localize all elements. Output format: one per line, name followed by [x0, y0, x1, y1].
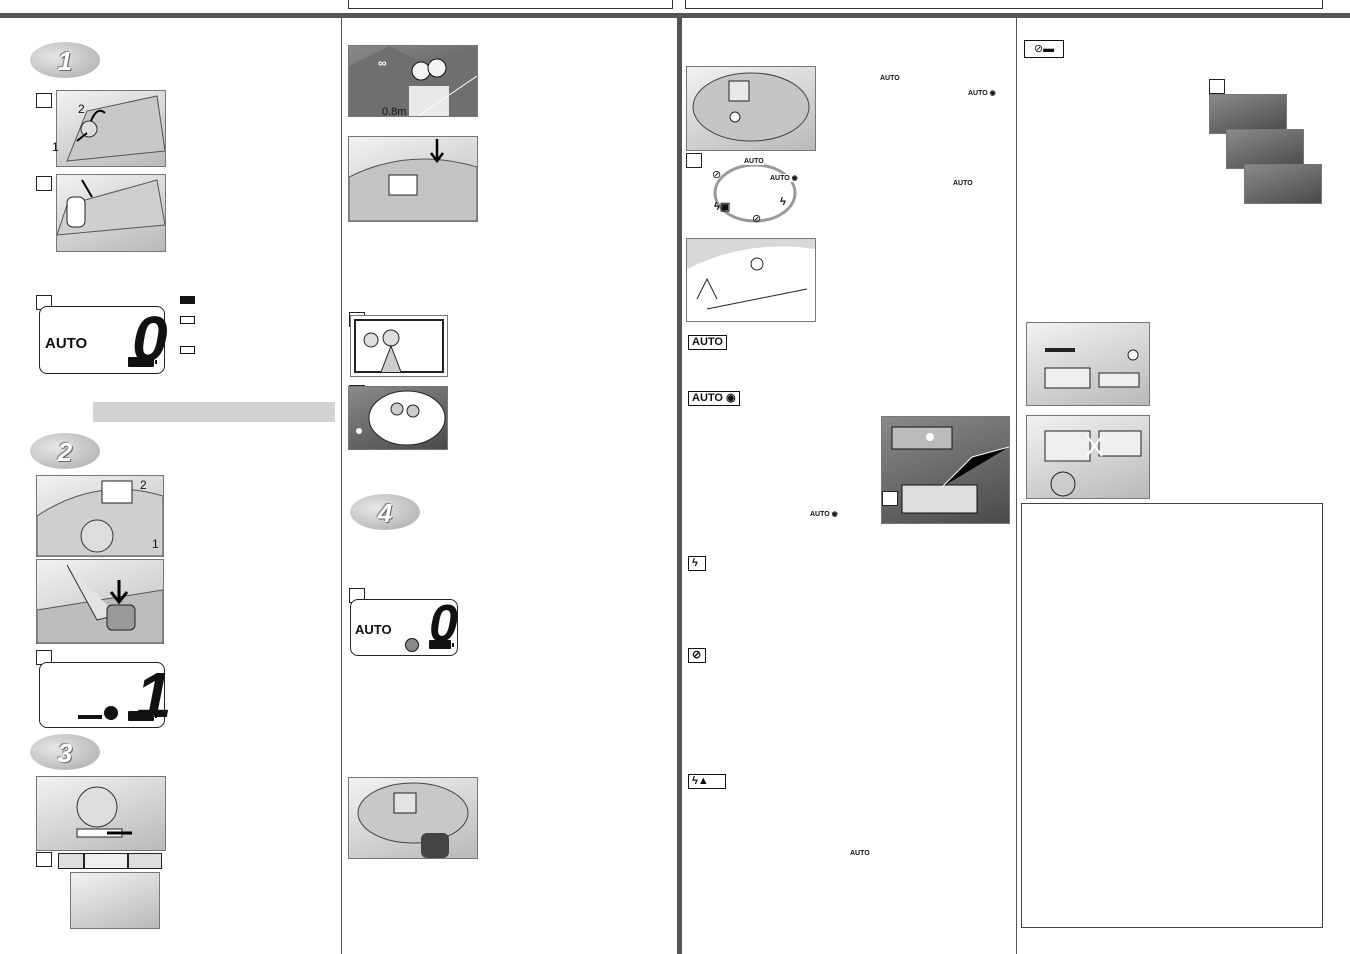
- figure-marker: [36, 176, 52, 191]
- viewfinder-led-illustration: [348, 386, 448, 450]
- lcd-mode-text: AUTO: [45, 335, 88, 352]
- flash-icon: ϟ: [688, 556, 706, 571]
- film-dash-icon: [78, 715, 102, 719]
- film-insert-illustration: [56, 174, 166, 252]
- camera-front-slider-illustration: [36, 776, 166, 851]
- figure-marker: [36, 852, 52, 867]
- figure-marker: [36, 93, 52, 108]
- film-cartridge-icon: [104, 706, 118, 720]
- film-load-illustration: [36, 559, 164, 644]
- night-portrait-icon: ϟ▲: [688, 774, 726, 789]
- center-fold: [677, 18, 682, 954]
- top-border: [0, 13, 1350, 18]
- lcd-panel-rewind: AUTO 0: [350, 598, 458, 656]
- scene-photo-3: [1244, 164, 1322, 204]
- lcd-panel: AUTO 0: [39, 306, 168, 374]
- battery-full-icon: [128, 357, 157, 367]
- flash-off-icon: ⊘: [752, 213, 762, 225]
- flash-off-icon: ⊘: [712, 169, 722, 181]
- callout-2: 2: [140, 478, 147, 492]
- flash-off-icon: ⊘: [688, 648, 706, 663]
- column-divider: [1016, 18, 1017, 954]
- figure-marker: [882, 491, 898, 506]
- distance-label: 0.8m: [382, 106, 407, 118]
- callout-2: 2: [78, 102, 85, 116]
- step-badge-2: 2: [30, 433, 100, 469]
- zoom-control-illustration: [70, 872, 160, 929]
- mode-auto-redeye-label: AUTO ◉: [968, 90, 996, 97]
- callout-1: 1: [52, 140, 59, 154]
- camera-back-open-illustration: [56, 90, 166, 167]
- shutter-press-illustration: [348, 136, 478, 222]
- notes-box: [1021, 503, 1323, 928]
- mode-auto-box: AUTO: [688, 335, 727, 350]
- figure-marker: [686, 153, 702, 168]
- column-divider: [341, 18, 342, 954]
- flash-off-landscape-icon: ⊘▬: [1024, 40, 1064, 58]
- step-badge-4: 4: [350, 494, 420, 530]
- focus-range-illustration: [348, 45, 478, 117]
- portrait-group-icon: [84, 853, 128, 869]
- lcd-panel-loaded: 1: [39, 662, 172, 728]
- note-bar: [93, 402, 335, 422]
- scene-photo-1: [1209, 94, 1287, 134]
- scene-photo-2: [1226, 129, 1304, 169]
- camera-bottom-illustration: [348, 777, 478, 859]
- self-timer-lamp-illustration: [1026, 415, 1150, 499]
- infinity-label: ∞: [378, 56, 387, 70]
- callout-1: 1: [152, 537, 159, 551]
- figure-marker: [1209, 79, 1225, 94]
- battery-full-icon: [180, 296, 195, 304]
- battery-full-icon: [429, 640, 454, 649]
- cycle-auto-redeye-label: AUTO ◉: [770, 174, 798, 182]
- cycle-auto-label: AUTO: [744, 158, 764, 165]
- mode-auto-redeye-box: AUTO ◉: [688, 391, 740, 406]
- header-box-right: [685, 0, 1323, 9]
- mode-button-illustration: [686, 66, 816, 151]
- lcd-mode-text: AUTO: [355, 622, 392, 637]
- step-badge-3: 3: [30, 734, 100, 770]
- viewfinder-frame-illustration: [350, 315, 448, 377]
- film-cartridge-icon: [405, 638, 419, 652]
- self-timer-button-illustration: [1026, 322, 1150, 406]
- battery-half-icon: [180, 316, 195, 324]
- landscape-icon: [128, 853, 162, 869]
- night-portrait-icon: ϟ▣: [714, 201, 731, 213]
- flash-range-illustration: [686, 238, 816, 322]
- mode-auto-label: AUTO: [850, 850, 870, 857]
- header-box-left: [348, 0, 673, 9]
- flash-icon: ϟ: [780, 196, 786, 208]
- close-up-icon: [58, 853, 84, 869]
- mode-cycle-diagram: AUTO AUTO ◉ ⊘ ϟ▣ ⊘ ϟ: [700, 158, 810, 228]
- step-badge-1: 1: [30, 42, 100, 78]
- camera-side-illustration: [36, 475, 164, 557]
- battery-full-icon: [128, 711, 157, 721]
- mode-auto-redeye-label: AUTO ◉: [810, 511, 838, 518]
- battery-empty-icon: [180, 346, 195, 354]
- mode-auto-label: AUTO: [880, 75, 900, 82]
- mode-auto-label: AUTO: [953, 180, 973, 187]
- redeye-lamp-illustration: [881, 416, 1010, 524]
